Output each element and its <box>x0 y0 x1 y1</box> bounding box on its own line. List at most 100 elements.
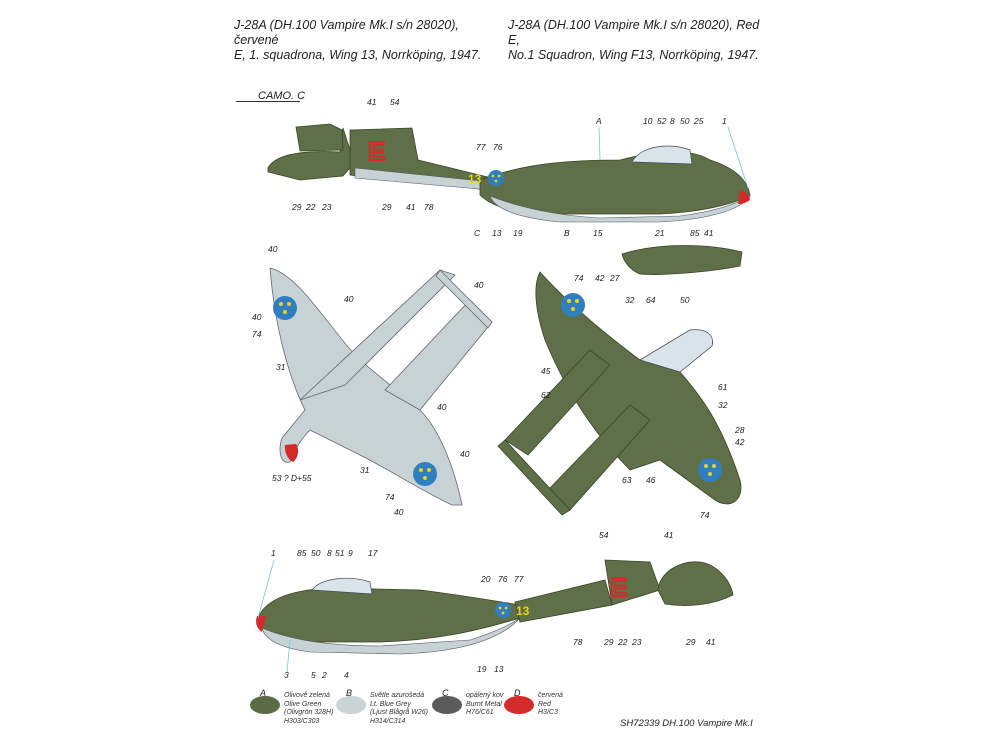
callout: 19 <box>477 664 487 674</box>
callout: 40 <box>474 280 484 290</box>
callouts-top-side: 41 54 77 76 A 10 52 8 50 25 1 29 22 23 2… <box>291 97 727 238</box>
underside-plan <box>269 267 493 506</box>
legend-letter: A <box>260 688 267 698</box>
roundel-icon <box>561 293 585 317</box>
callouts-bottom-side: 1 85 50 8 51 9 17 54 20 76 77 41 3 5 2 4… <box>271 530 716 680</box>
callout: 78 <box>573 637 583 647</box>
callout: 40 <box>394 507 404 517</box>
topside-plan <box>497 271 742 516</box>
camo-label: CAMO. C <box>258 90 306 102</box>
callout: 29 <box>291 202 302 212</box>
callout: 41 <box>706 637 716 647</box>
legend-letter: B <box>346 688 353 698</box>
callout: 64 <box>646 295 656 305</box>
callout: 20 <box>480 574 491 584</box>
callout: 74 <box>385 492 395 502</box>
callout: 32 <box>625 295 635 305</box>
callout: 40 <box>437 402 447 412</box>
callout: 22 <box>305 202 316 212</box>
side-profile-bottom: E 13 <box>256 559 734 655</box>
callout: 76 <box>493 142 503 152</box>
callout: 51 <box>335 548 345 558</box>
callout: 42 <box>735 437 745 447</box>
callout: 15 <box>593 228 603 238</box>
callouts-underside: 40 40 74 40 31 40 53 ? D+55 31 74 40 40 … <box>252 244 484 517</box>
fin-letter-bottom: E <box>610 572 627 602</box>
callout: 52 <box>657 116 667 126</box>
callout: 13 <box>494 664 504 674</box>
callout: 10 <box>643 116 653 126</box>
caption-czech: J-28A (DH.100 Vampire Mk.I s/n 28020), č… <box>234 18 482 62</box>
callout: 50 <box>680 295 690 305</box>
roundel-icon <box>698 458 722 482</box>
product-code-footer: SH72339 DH.100 Vampire Mk.I <box>620 718 753 729</box>
color-swatch <box>250 696 280 714</box>
callout: 28 <box>734 425 745 435</box>
callouts-topside: 74 42 27 32 64 50 45 62 61 32 28 42 63 4… <box>541 273 745 520</box>
callout: 77 <box>514 574 524 584</box>
squadron-code-top: 13 <box>468 172 482 186</box>
callout: 40 <box>460 449 470 459</box>
callout: 2 <box>321 670 327 680</box>
callout: 61 <box>718 382 728 392</box>
callout: 5 <box>311 670 316 680</box>
callout: 29 <box>685 637 696 647</box>
callout: 50 <box>311 548 321 558</box>
callout: 23 <box>631 637 642 647</box>
callout: 29 <box>603 637 614 647</box>
callout: 8 <box>327 548 332 558</box>
callout: 63 <box>622 475 632 485</box>
callout: 74 <box>700 510 710 520</box>
side-profile-top: E 13 <box>267 123 751 223</box>
callout: 27 <box>609 273 620 283</box>
callout: 40 <box>252 312 262 322</box>
callout: 19 <box>513 228 523 238</box>
roundel-icon <box>413 462 437 486</box>
callout: 21 <box>654 228 665 238</box>
callout: 4 <box>344 670 349 680</box>
callout: 76 <box>498 574 508 584</box>
callout: 46 <box>646 475 656 485</box>
callout: 54 <box>599 530 609 540</box>
color-swatch <box>504 696 534 714</box>
callout: 41 <box>704 228 714 238</box>
callout: 25 <box>693 116 704 126</box>
drop-tank <box>621 245 743 275</box>
callout: 40 <box>344 294 354 304</box>
callout: 3 <box>284 670 289 680</box>
roundel-icon <box>488 170 504 186</box>
legend-letter: D <box>514 688 521 698</box>
callout: 85 <box>297 548 307 558</box>
caption-english: J-28A (DH.100 Vampire Mk.I s/n 28020), R… <box>508 18 760 62</box>
callout: 74 <box>574 273 584 283</box>
callout: 45 <box>541 366 551 376</box>
callout: A <box>595 116 602 126</box>
callout: 8 <box>670 116 675 126</box>
callout: 50 <box>680 116 690 126</box>
callout: 40 <box>268 244 278 254</box>
callout: 41 <box>406 202 416 212</box>
callout: 42 <box>595 273 605 283</box>
callout: 85 <box>690 228 700 238</box>
callout: 41 <box>367 97 377 107</box>
callout: 78 <box>424 202 434 212</box>
legend-letter: C <box>442 688 449 698</box>
color-swatch <box>432 696 462 714</box>
callout: 1 <box>271 548 276 558</box>
callout: 62 <box>541 390 551 400</box>
callout: 32 <box>718 400 728 410</box>
callout: 77 <box>476 142 486 152</box>
roundel-icon <box>273 296 297 320</box>
callout: B <box>564 228 570 238</box>
callout: 53 ? D+55 <box>272 473 312 483</box>
callout: 22 <box>617 637 628 647</box>
color-swatch <box>336 696 366 714</box>
roundel-icon <box>495 602 511 618</box>
callout: 41 <box>664 530 674 540</box>
